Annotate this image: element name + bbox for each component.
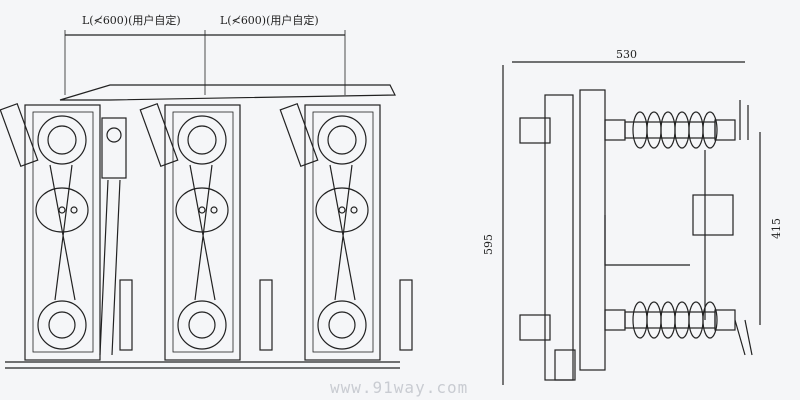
insulator-shed [646,301,662,339]
pole-spacing-label-1: L(≮600)(用户自定) [82,14,181,27]
upper-insulator-head [317,115,367,165]
bolt [210,206,218,214]
crank-pin [106,127,122,143]
bolt [350,206,358,214]
insulator-shed [632,301,648,339]
bolt [70,206,78,214]
lower-terminal [734,319,753,356]
upper-terminal-pad [519,117,551,144]
insulator-body [624,121,716,139]
arc-horn [139,102,179,168]
insulator-shed [660,111,676,149]
upper-insulator-head [177,115,227,165]
blade-arm [189,164,216,301]
upper-insulator-core [187,125,217,155]
pole-frame-inner [32,111,94,353]
pole-frame [304,104,381,361]
upper-insulator-core [327,125,357,155]
bolt [198,206,206,214]
lower-insulator-head [37,300,87,350]
upper-terminal [739,100,749,140]
lower-insulator-core [188,311,216,339]
upper-insulator-head [37,115,87,165]
width-dimension-label: 530 [616,48,637,61]
insulator-shed [674,301,690,339]
insulator-shed [660,301,676,339]
upper-insulator-core [47,125,77,155]
grounding-contact [399,279,413,351]
height-dimension-label: 595 [482,234,495,255]
arc-horn [279,102,319,168]
operating-crank [101,117,127,179]
bolt [58,206,66,214]
blade-arm [329,164,356,301]
lower-insulator-core [48,311,76,339]
operating-link-bar [59,84,396,101]
insulator-spacing-label: 415 [770,218,783,239]
blade-arm [49,164,76,301]
mounting-frame [544,94,574,381]
lower-insulator-core [328,311,356,339]
insulator-cap [714,309,736,331]
fuse-contact [692,194,734,236]
insulator-shed [688,111,704,149]
arc-horn [0,102,39,168]
grounding-contact [259,279,273,351]
pole-frame-inner [312,111,374,353]
insulator-shed [688,301,704,339]
watermark: www.91way.com [330,378,469,397]
insulator-shed [646,111,662,149]
pole-frame [24,104,101,361]
lower-insulator-head [317,300,367,350]
grounding-contact [119,279,133,351]
insulator-flange [604,119,626,141]
pole-spacing-label-2: L(≮600)(用户自定) [220,14,319,27]
insulator-shed [702,301,718,339]
insulator-shed [632,111,648,149]
bolt [338,206,346,214]
insulator-cap [714,119,736,141]
pole-frame [164,104,241,361]
operating-rod [99,179,121,356]
support-plate [579,89,606,371]
lower-insulator-head [177,300,227,350]
pole-frame-inner [172,111,234,353]
lower-terminal-pad [519,314,551,341]
insulator-shed [674,111,690,149]
operating-rod [604,215,690,266]
insulator-flange [604,309,626,331]
insulator-shed [702,111,718,149]
insulator-body [624,311,716,329]
base-plate [554,349,576,381]
